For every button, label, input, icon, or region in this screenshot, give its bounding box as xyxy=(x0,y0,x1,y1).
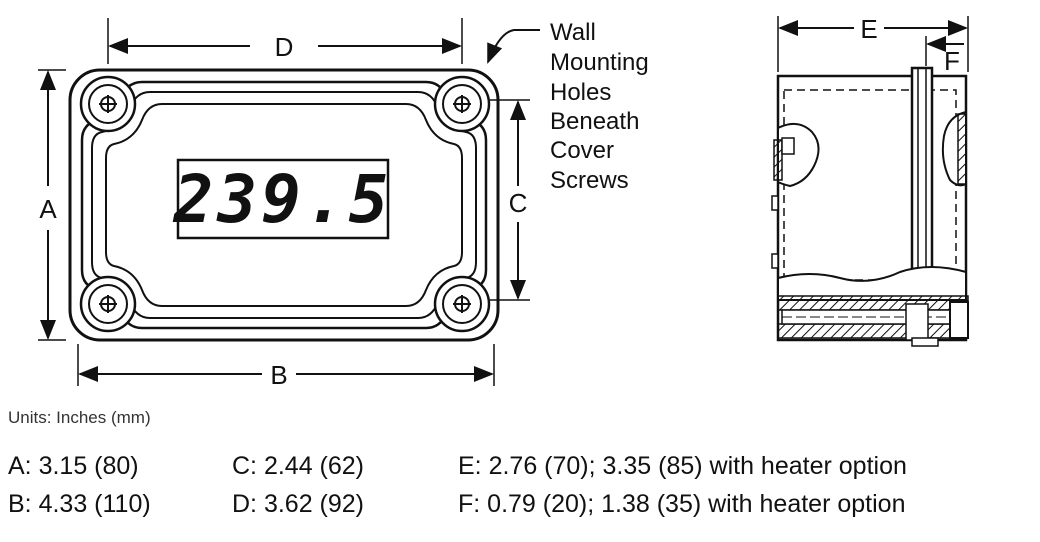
screw-bottom-left xyxy=(79,275,137,333)
spec-c: C: 2.44 (62) xyxy=(232,452,365,480)
spec-a: A: 3.15 (80) xyxy=(8,452,139,480)
side-base-hatch-top xyxy=(777,295,969,311)
svg-text:Mounting: Mounting xyxy=(550,49,649,76)
svg-text:Cover: Cover xyxy=(550,137,614,164)
svg-text:Holes: Holes xyxy=(550,79,611,106)
svg-text:Wall: Wall xyxy=(550,19,596,46)
dimension-d-label: D xyxy=(275,32,294,62)
mounting-note-leader xyxy=(487,29,540,64)
side-cutaway-bottom xyxy=(777,266,967,301)
mounting-note: Wall Mounting Holes Beneath Cover Screws xyxy=(550,19,649,194)
enclosure-outer xyxy=(68,68,500,342)
dimension-e-label: E xyxy=(860,14,877,44)
dimension-f-label: F xyxy=(944,46,960,76)
svg-text:Beneath: Beneath xyxy=(550,108,639,135)
side-cover-plate xyxy=(910,66,934,296)
screw-top-right xyxy=(433,75,491,133)
svg-text:Screws: Screws xyxy=(550,167,629,194)
spec-e: E: 2.76 (70); 3.35 (85) with heater opti… xyxy=(458,452,907,480)
dimension-c-label: C xyxy=(509,188,528,218)
cover-groove xyxy=(105,103,463,307)
screw-top-left xyxy=(79,75,137,133)
display-window xyxy=(176,158,390,240)
dimension-b-label: B xyxy=(270,360,287,390)
dimension-drawing: 239.5 D A B C Wall Mounting Holes Beneat xyxy=(38,14,969,390)
spec-b: B: 4.33 (110) xyxy=(8,490,151,518)
screw-bottom-right xyxy=(433,275,491,333)
front-view: 239.5 D A B C Wall Mounting Holes Beneat xyxy=(38,18,649,390)
spec-d: D: 3.62 (92) xyxy=(232,490,365,518)
side-base-hatch-bottom xyxy=(777,323,969,339)
dimension-a-label: A xyxy=(39,194,57,224)
side-view: E F xyxy=(771,14,969,347)
spec-f: F: 0.79 (20); 1.38 (35) with heater opti… xyxy=(458,490,906,518)
cover-inner-edge xyxy=(91,91,477,319)
display-readout: 239.5 xyxy=(173,161,393,238)
units-label: Units: Inches (mm) xyxy=(8,408,151,427)
